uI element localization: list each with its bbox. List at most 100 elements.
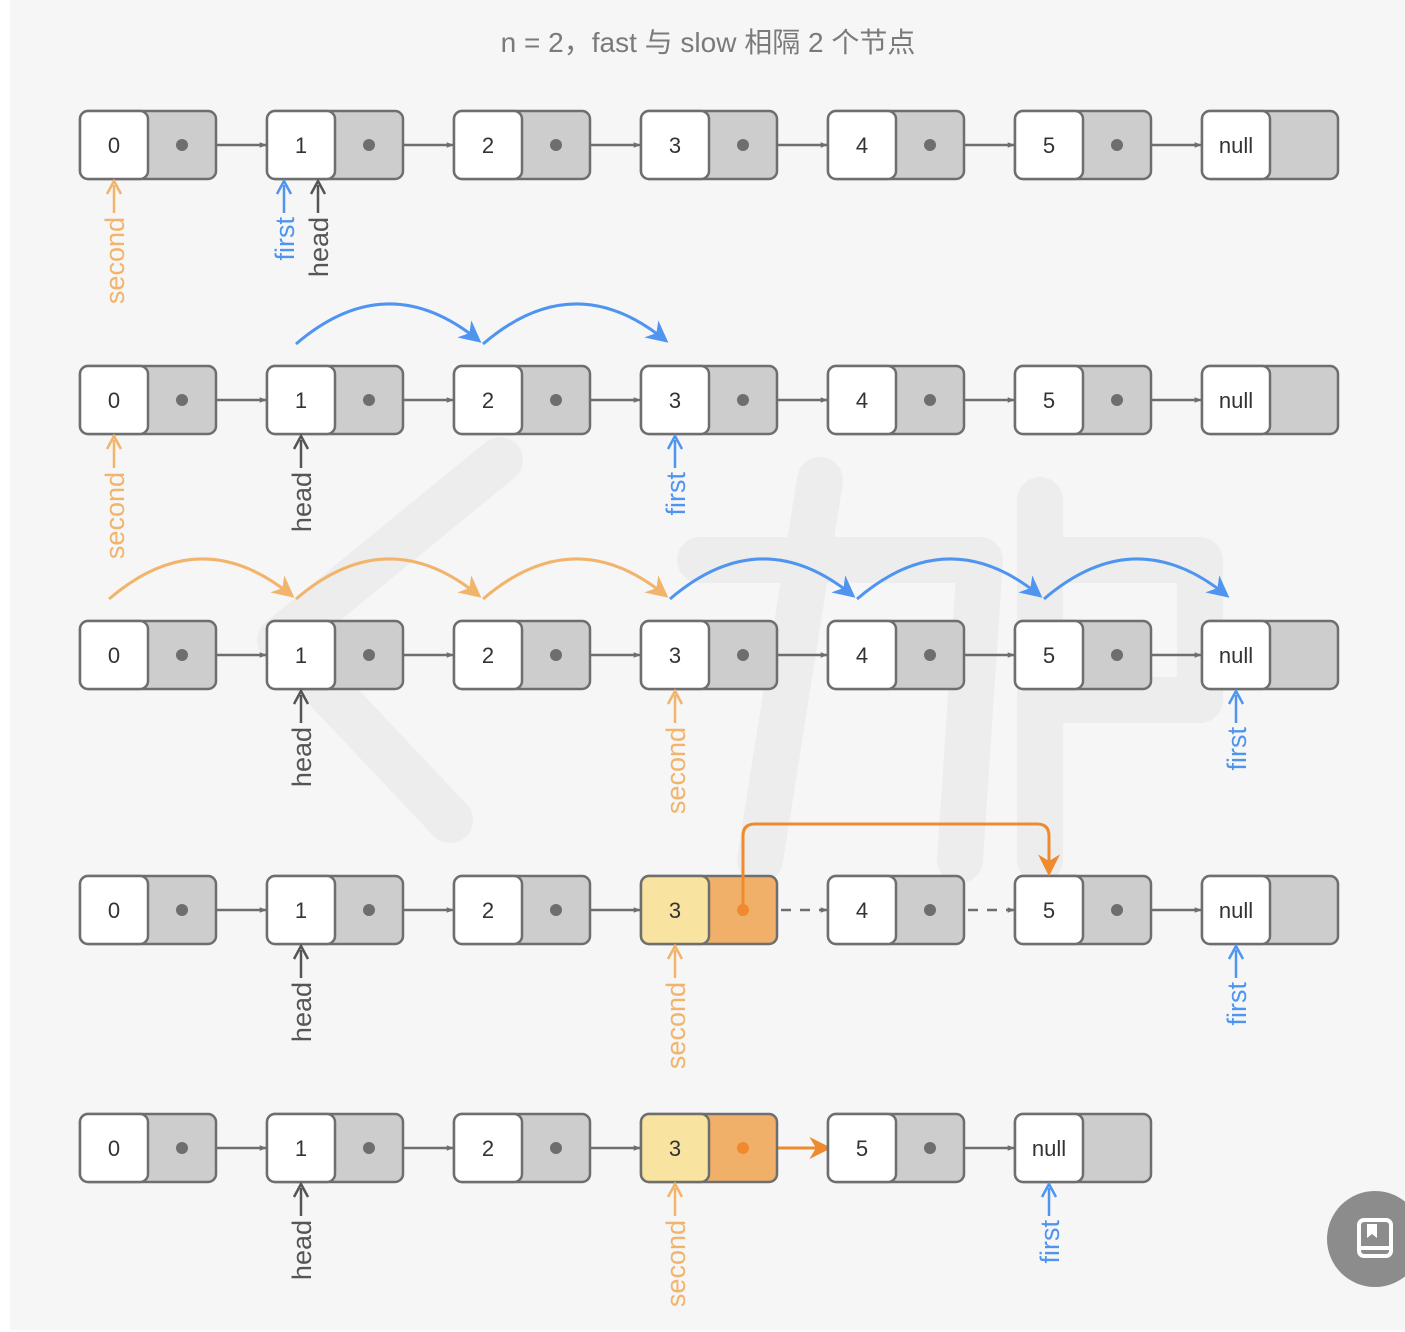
node-value: 1 (295, 898, 307, 923)
pointer-dot (363, 904, 375, 916)
pointer-label-first: first (1222, 982, 1252, 1026)
move-arrow (1043, 557, 1230, 601)
bookmark-icon (1357, 1218, 1393, 1258)
pointer-dot (737, 649, 749, 661)
node-value: 3 (669, 643, 681, 668)
list-node: 2 (452, 1112, 592, 1184)
list-node: 1 (265, 1112, 405, 1184)
list-node: 0 (78, 874, 218, 946)
node-value: 1 (295, 133, 307, 158)
node-value: 1 (295, 1136, 307, 1161)
list-node: 3 (639, 619, 779, 691)
pointer-dot (550, 904, 562, 916)
node-value: 2 (482, 898, 494, 923)
move-arrow (482, 557, 669, 601)
node-value: 4 (856, 133, 868, 158)
pointer-label-first: first (1222, 727, 1252, 771)
pointer-label-first: first (1035, 1220, 1065, 1264)
node-value: null (1219, 388, 1253, 413)
pointer-arrowhead (292, 688, 310, 705)
pointer-label-head: head (287, 727, 317, 787)
list-node: 0 (78, 1112, 218, 1184)
list-node: null (1200, 364, 1340, 436)
list-node: 2 (452, 364, 592, 436)
pointer-arrowhead (292, 1181, 310, 1198)
bookmark-button[interactable] (1327, 1191, 1405, 1287)
pointer-label-head: head (287, 982, 317, 1042)
list-node: 4 (826, 874, 966, 946)
list-node: null (1200, 619, 1340, 691)
pointer-dot (176, 649, 188, 661)
pointer-dot (924, 394, 936, 406)
pointer-arrowhead (666, 1181, 684, 1198)
pointer-dot (924, 904, 936, 916)
pointer-dot (363, 649, 375, 661)
node-value: 0 (108, 1136, 120, 1161)
pointer-dot (924, 649, 936, 661)
pointer-dot (550, 394, 562, 406)
list-node: 2 (452, 874, 592, 946)
pointer-dot (1111, 904, 1123, 916)
pointer-dot (1111, 649, 1123, 661)
pointer-dot (550, 1142, 562, 1154)
node-value: 5 (1043, 133, 1055, 158)
pointer-label-head: head (304, 217, 334, 277)
move-arrow (669, 557, 856, 601)
pointer-dot (176, 1142, 188, 1154)
node-value: 2 (482, 1136, 494, 1161)
list-node: 3 (639, 874, 779, 946)
pointer-arrowhead (1040, 1181, 1058, 1198)
pointer-arrowhead (1227, 688, 1245, 705)
move-arrow (295, 557, 482, 601)
list-node: 3 (639, 364, 779, 436)
pointer-arrowhead (275, 178, 293, 195)
list-node: 4 (826, 619, 966, 691)
list-node: 5 (826, 1112, 966, 1184)
pointer-arrowhead (292, 943, 310, 960)
pointer-label-second: second (661, 982, 691, 1069)
pointer-label-first: first (661, 472, 691, 516)
pointer-arrowhead (292, 433, 310, 450)
pointer-dot (363, 139, 375, 151)
list-node: 3 (639, 109, 779, 181)
node-value: 1 (295, 388, 307, 413)
pointer-label-second: second (100, 217, 130, 304)
node-value: 4 (856, 898, 868, 923)
node-value: null (1219, 643, 1253, 668)
pointer-dot (924, 1142, 936, 1154)
node-value: 0 (108, 643, 120, 668)
move-arrow (856, 557, 1043, 601)
pointer-label-second: second (100, 472, 130, 559)
node-value: 2 (482, 388, 494, 413)
node-value: null (1219, 133, 1253, 158)
node-value: 3 (669, 898, 681, 923)
list-node: 1 (265, 109, 405, 181)
node-value: 3 (669, 133, 681, 158)
pointer-dot (550, 649, 562, 661)
list-node: 1 (265, 619, 405, 691)
move-arrow (482, 302, 669, 346)
list-node: 2 (452, 619, 592, 691)
list-node: 5 (1013, 874, 1153, 946)
pointer-dot (737, 139, 749, 151)
list-node: 5 (1013, 109, 1153, 181)
pointer-dot (176, 904, 188, 916)
pointer-label-second: second (661, 727, 691, 814)
node-value: 3 (669, 1136, 681, 1161)
node-value: 3 (669, 388, 681, 413)
pointer-label-head: head (287, 1220, 317, 1280)
node-value: 0 (108, 388, 120, 413)
node-value: 5 (1043, 898, 1055, 923)
diagram-title: n = 2，fast 与 slow 相隔 2 个节点 (501, 27, 916, 58)
list-node: 5 (1013, 619, 1153, 691)
pointer-dot (737, 1142, 749, 1154)
node-value: 1 (295, 643, 307, 668)
relink-arrow (741, 822, 1060, 908)
list-node: 1 (265, 874, 405, 946)
